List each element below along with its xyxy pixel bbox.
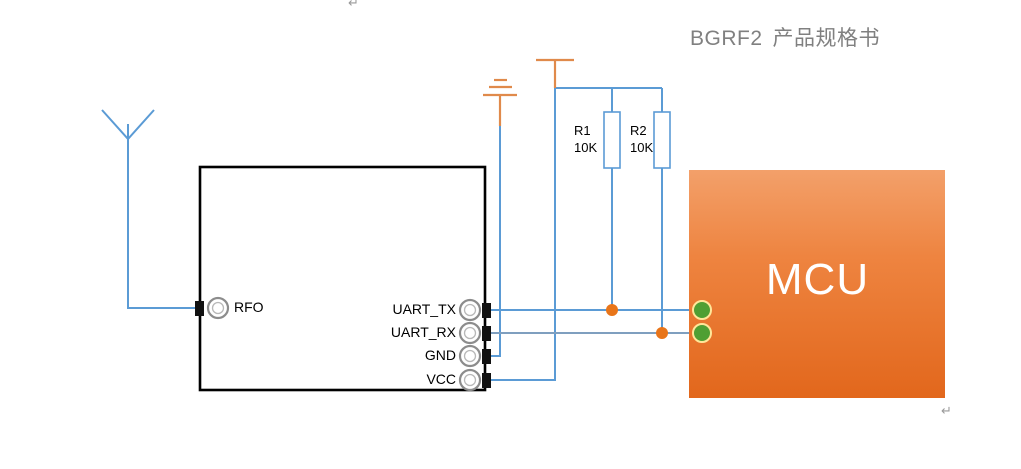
paragraph-mark-bottom: ↵ [941, 404, 952, 419]
junction-tx [606, 304, 618, 316]
mcu-label: MCU [765, 255, 870, 304]
pad-rfo [195, 296, 230, 320]
paragraph-mark-top: ↵ [348, 0, 359, 11]
rf-module-body [198, 165, 487, 392]
document-title-model: BGRF2 [690, 27, 763, 50]
wire-group [101, 87, 700, 381]
pin-label-gnd: GND [424, 347, 456, 363]
document-title: BGRF2 产品规格书 [690, 22, 880, 52]
resistor-r2-designator: R2 [630, 123, 647, 138]
pin-label-vcc: VCC [426, 371, 456, 387]
junction-rx [656, 327, 668, 339]
pin-label-uart-tx: UART_TX [392, 301, 456, 317]
pad-vcc [458, 368, 491, 392]
pad-gnd [458, 344, 491, 368]
ground-symbol [483, 78, 517, 126]
pad-uart-tx [458, 298, 491, 322]
resistor-r2-value: 10K [630, 140, 654, 155]
antenna-symbol [101, 109, 155, 141]
resistor-r1-designator: R1 [574, 123, 591, 138]
mcu-pin-tx [692, 323, 712, 343]
resistor-r1 [603, 111, 621, 169]
mcu-pin-rx [692, 300, 712, 320]
wire-vcc-to-rail [489, 88, 556, 381]
wire-antenna-to-rfo [127, 124, 200, 309]
mcu-block [689, 170, 945, 398]
wire-gnd-to-ground [489, 95, 501, 357]
resistor-r2 [653, 111, 671, 169]
resistor-r1-value: 10K [574, 140, 598, 155]
pin-label-rfo: RFO [234, 299, 264, 315]
document-title-cjk: 产品规格书 [772, 26, 881, 50]
pad-uart-rx [458, 321, 491, 345]
pin-label-uart-rx: UART_RX [390, 324, 456, 340]
vcc-rail-symbol [536, 58, 574, 88]
